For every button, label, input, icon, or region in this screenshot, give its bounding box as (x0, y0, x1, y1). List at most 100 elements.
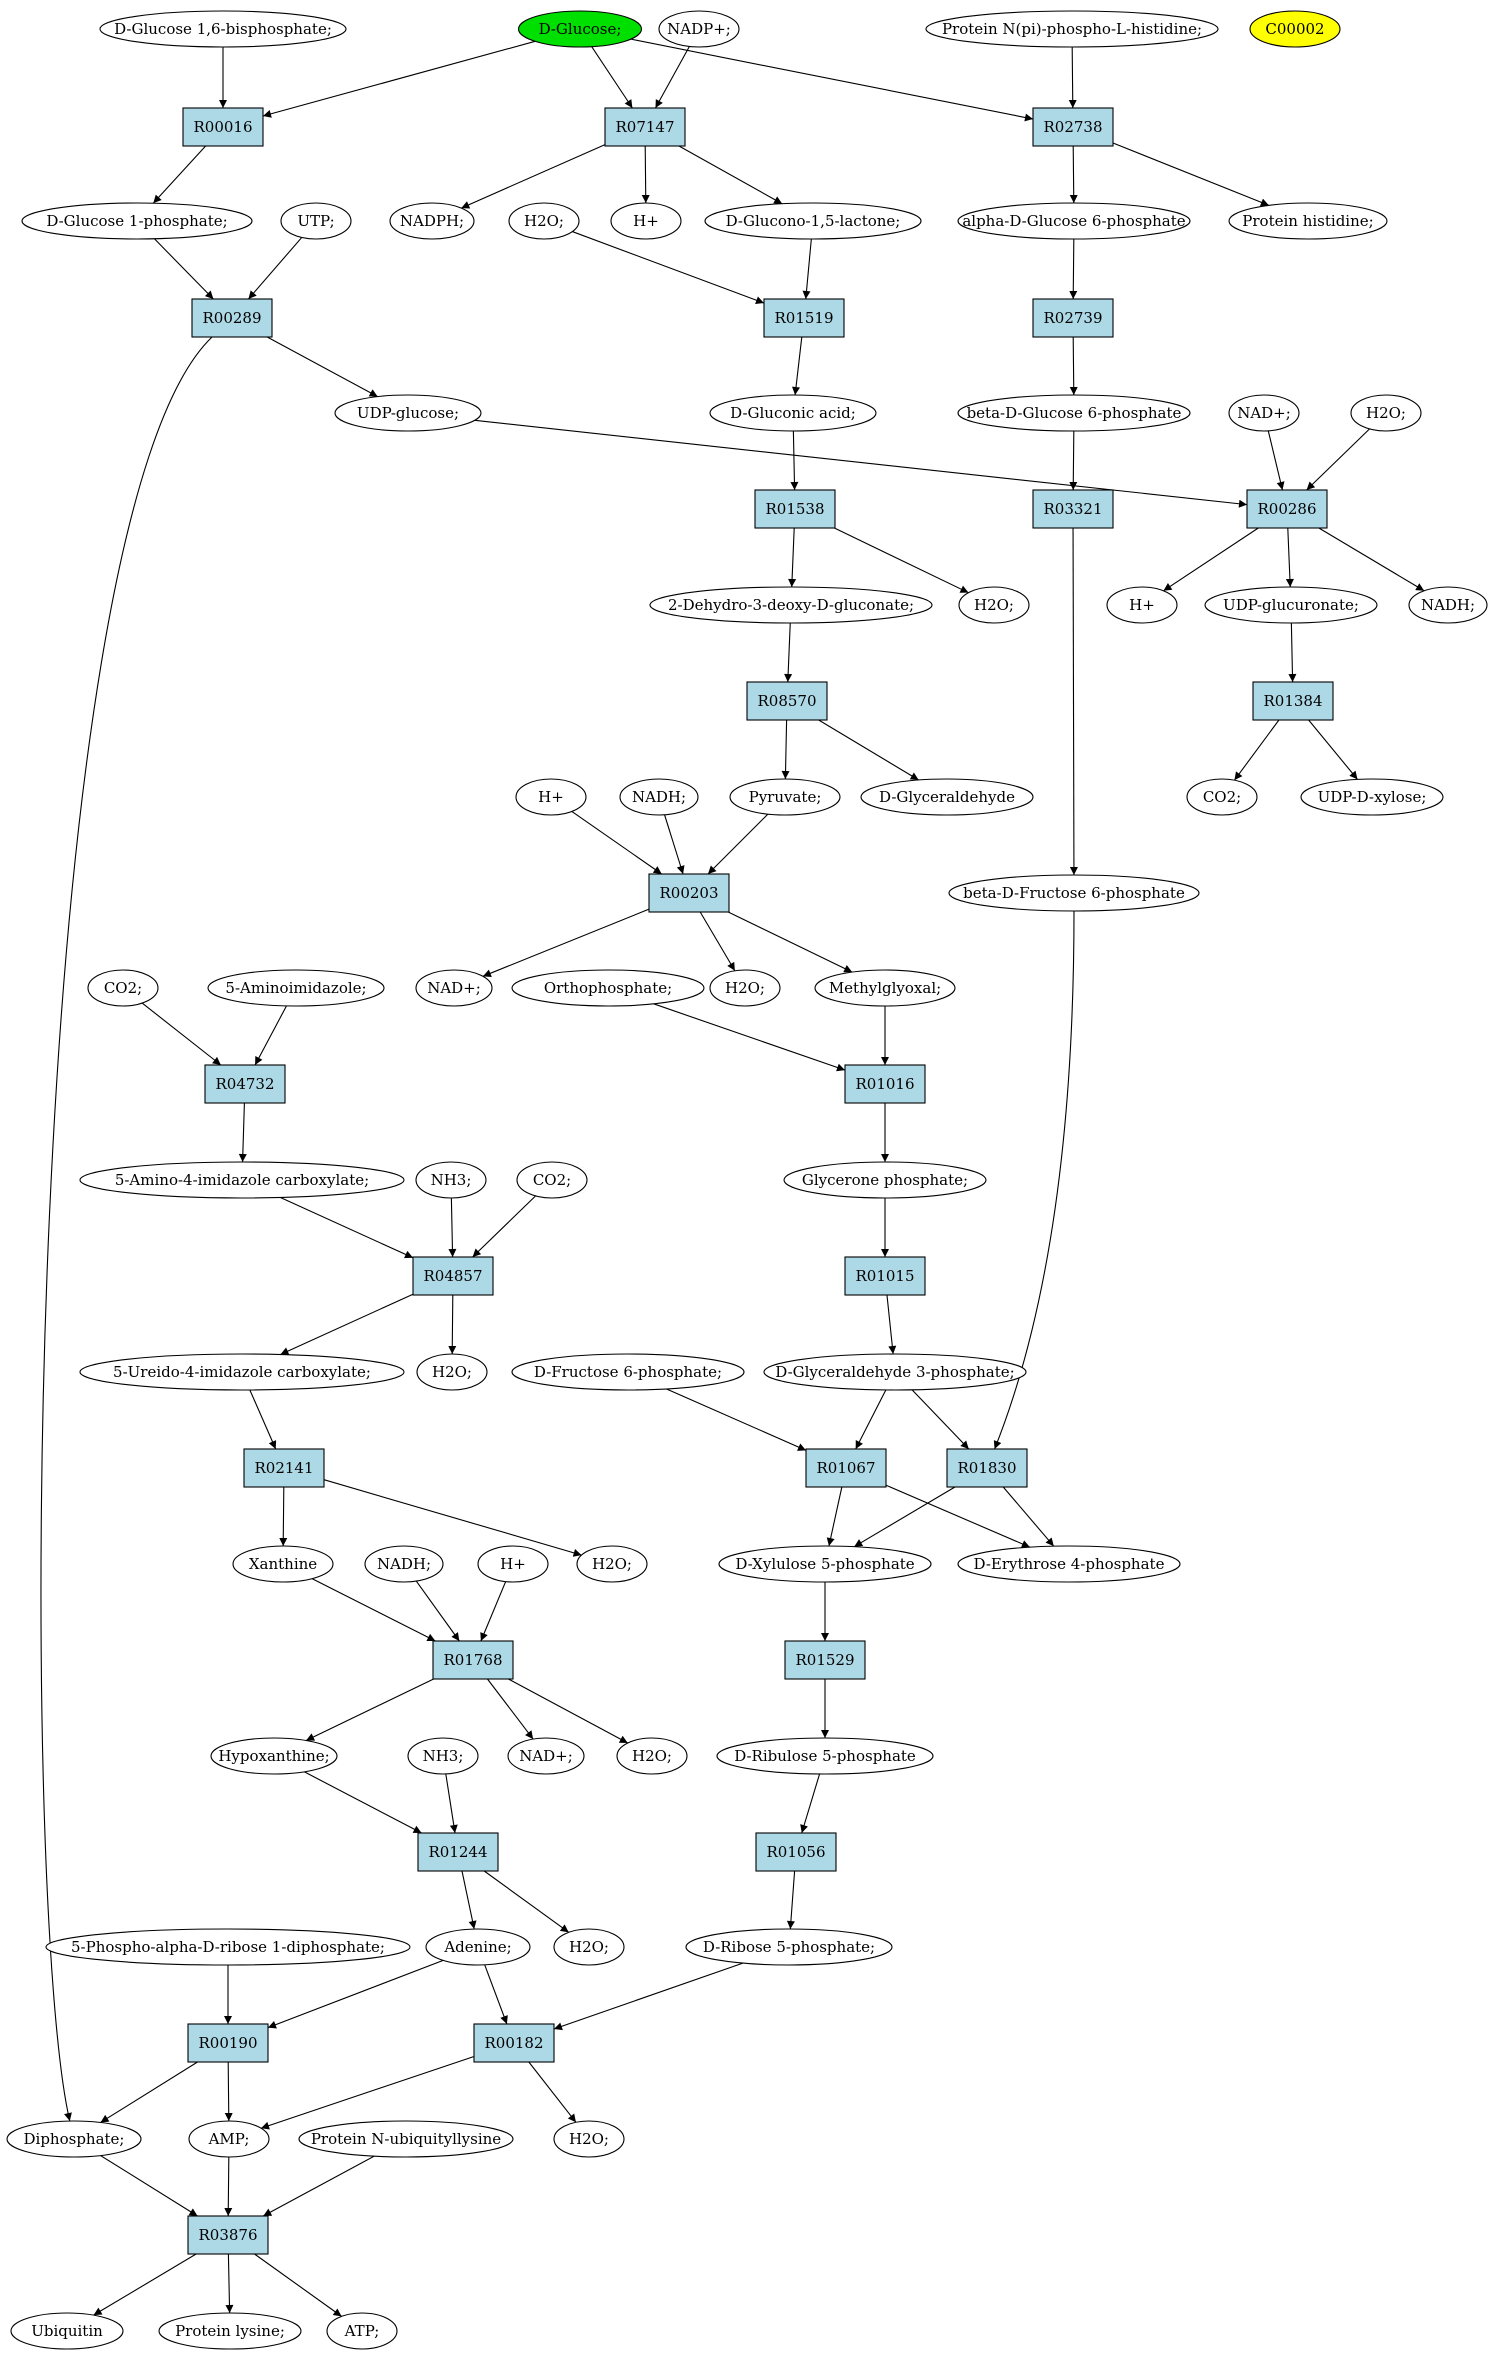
nh3_b-label: NH3; (423, 1747, 464, 1765)
gluconolactone-label: D-Glucono-1,5-lactone; (726, 212, 901, 230)
compound-node-prpp: 5-Phospho-alpha-D-ribose 1-diphosphate; (45, 1928, 411, 1966)
r00286-shape (1246, 489, 1328, 529)
edge-r01244-to-adenine (461, 1870, 477, 1930)
edge-r01768-to-hypoxanthine (305, 1678, 434, 1742)
r00289-shape (191, 298, 273, 338)
udpglc-label: UDP-glucose; (357, 404, 459, 422)
reaction-node-r01015: R01015 (844, 1256, 926, 1296)
compound-node-hplus_d: H+ (477, 1545, 549, 1583)
edge-r02739-to-bglc6p (1069, 336, 1078, 396)
glc16bp-label: D-Glucose 1,6-bisphosphate; (114, 20, 332, 38)
r04732-label: R04732 (215, 1075, 274, 1093)
nadh_c-shape (364, 1545, 444, 1583)
nadplus_a-label: NAD+; (1237, 404, 1291, 422)
atp-label: ATP; (344, 2322, 380, 2340)
edge-r00182-to-h2o_i (528, 2061, 577, 2123)
compound-node-gluconic: D-Gluconic acid; (709, 394, 877, 432)
nadplus_c-label: NAD+; (519, 1747, 573, 1765)
edge-nh3_b-to-r01244 (445, 1773, 458, 1834)
nadplus_c-shape (507, 1737, 585, 1775)
compound-node-pyruvate: Pyruvate; (729, 778, 841, 816)
adenine-label: Adenine; (443, 1938, 511, 1956)
r01830-shape (946, 1448, 1028, 1488)
r01768-shape (432, 1640, 514, 1680)
edge-nh3_a-to-r04857 (448, 1197, 457, 1258)
compound-node-amp: AMP; (188, 2120, 270, 2158)
glyceraldehyde-label: D-Glyceraldehyde (879, 788, 1015, 806)
h2o_h-shape (553, 1928, 625, 1966)
hplus_d-label: H+ (500, 1555, 526, 1573)
r07147-label: R07147 (615, 118, 674, 136)
compound-node-protlys: Protein lysine; (158, 2312, 302, 2350)
edge-r00286-to-udpglcur (1285, 527, 1294, 588)
hplus_a-shape (610, 202, 682, 240)
ery4p-label: D-Erythrose 4-phosphate (974, 1555, 1165, 1573)
compound-node-xanthine: Xanthine (232, 1545, 334, 1583)
nadph1-label: NADPH; (400, 212, 464, 230)
edge-dglucose-to-r02738 (630, 38, 1034, 122)
hplus_a-label: H+ (633, 212, 659, 230)
r01768-label: R01768 (443, 1651, 502, 1669)
r01384-label: R01384 (1263, 692, 1322, 710)
nadh_b-shape (619, 778, 699, 816)
edge-ribu5p-to-r01056 (800, 1773, 821, 1834)
h2o_f-shape (576, 1545, 648, 1583)
compound-node-gluconolactone: D-Glucono-1,5-lactone; (704, 202, 922, 240)
edge-dfru6p-to-r01067 (666, 1388, 807, 1451)
edge-r02738-to-prothis (1112, 142, 1270, 207)
compound-node-co2_a: CO2; (1186, 778, 1258, 816)
prpp-label: 5-Phospho-alpha-D-ribose 1-diphosphate; (71, 1938, 385, 1956)
reaction-node-r04857: R04857 (412, 1256, 494, 1296)
h2o_g-shape (616, 1737, 688, 1775)
compound-node-h2o_b: H2O; (1350, 394, 1422, 432)
reaction-node-r01519: R01519 (763, 298, 845, 338)
nadh_c-label: NADH; (377, 1555, 431, 1573)
r02141-label: R02141 (254, 1459, 313, 1477)
r00286-label: R00286 (1257, 500, 1316, 518)
udpxyl-shape (1300, 778, 1444, 816)
compound-node-nh3_b: NH3; (407, 1737, 479, 1775)
nadplus_b-label: NAD+; (427, 979, 481, 997)
compound-node-h2o_h: H2O; (553, 1928, 625, 1966)
r00190-shape (187, 2023, 269, 2063)
ureido-shape (79, 1353, 405, 1391)
r07147-shape (604, 107, 686, 147)
co2_c-label: CO2; (533, 1171, 571, 1189)
compound-node-hypoxanthine: Hypoxanthine; (210, 1737, 338, 1775)
reaction-node-r00016: R00016 (182, 107, 264, 147)
compound-node-aicarb: 5-Amino-4-imidazole carboxylate; (79, 1161, 405, 1199)
compound-node-bglc6p: beta-D-Glucose 6-phosphate (957, 394, 1191, 432)
co2_a-label: CO2; (1203, 788, 1241, 806)
compound-node-dglucose: D-Glucose; (517, 10, 643, 48)
edge-r01538-to-dehydro (788, 527, 797, 588)
r01830-label: R01830 (957, 1459, 1016, 1477)
orthophos-shape (511, 969, 705, 1007)
r03876-label: R03876 (198, 2226, 257, 2244)
edge-r04732-to-aicarb (238, 1102, 247, 1163)
compound-node-nadplus_a: NAD+; (1228, 394, 1300, 432)
compound-node-h2o_d: H2O; (709, 969, 781, 1007)
edge-nadh_c-to-r01768 (415, 1580, 460, 1642)
edge-r03876-to-atp (254, 2253, 342, 2317)
compound-node-udpxyl: UDP-D-xylose; (1300, 778, 1444, 816)
edge-r03876-to-ubiquitin (93, 2253, 197, 2316)
compound-node-nadh_b: NADH; (619, 778, 699, 816)
diphosphate-label: Diphosphate; (24, 2130, 125, 2148)
r01244-label: R01244 (428, 1843, 487, 1861)
edge-bglc6p-to-r03321 (1069, 430, 1078, 491)
edge-gluconolactone-to-r01519 (802, 238, 812, 300)
compound-node-hplus_a: H+ (610, 202, 682, 240)
edge-co2_b-to-r04732 (141, 1002, 222, 1066)
aminoimid-label: 5-Aminoimidazole; (225, 979, 366, 997)
edge-utp-to-r00289 (248, 237, 303, 300)
compound-node-dfru6p: D-Fructose 6-phosphate; (511, 1353, 745, 1391)
edge-adenine-to-r00190 (267, 1959, 444, 2029)
edge-r00286-to-nadh_a (1318, 527, 1425, 592)
gluconic-shape (709, 394, 877, 432)
edge-rib5p-to-r00182 (553, 1962, 744, 2031)
compound-node-orthophos: Orthophosphate; (511, 969, 705, 1007)
xyl5p-label: D-Xylulose 5-phosphate (735, 1555, 914, 1573)
ery4p-shape (957, 1545, 1181, 1583)
reaction-node-r00286: R00286 (1246, 489, 1328, 529)
compound-node-diphosphate: Diphosphate; (6, 2120, 142, 2158)
